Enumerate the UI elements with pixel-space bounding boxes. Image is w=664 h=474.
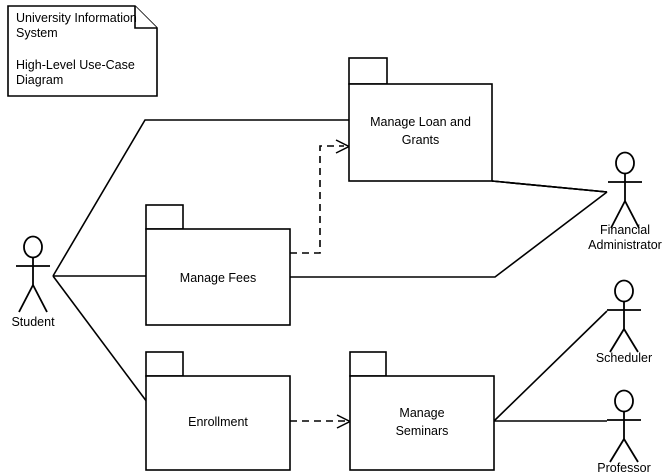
stick-figure-icon bbox=[607, 389, 641, 463]
note-title-line-2: System bbox=[16, 26, 58, 40]
relationship-manage-fees-to-manage-loan-and-grants[interactable] bbox=[290, 139, 351, 254]
package-label-line-1: Enrollment bbox=[188, 415, 248, 429]
relationship-manage-loan-grants-upper-leg bbox=[491, 180, 608, 193]
stick-figure-icon bbox=[607, 279, 641, 353]
actor-label-line-1: Professor bbox=[597, 461, 651, 474]
actor-student[interactable]: Student bbox=[11, 235, 55, 330]
package-tab bbox=[145, 351, 184, 377]
note-subtitle-line-2: Diagram bbox=[16, 73, 63, 87]
package-label-line-2: Seminars bbox=[396, 424, 449, 438]
relationship-enrollment-to-manage-seminars[interactable] bbox=[290, 414, 352, 429]
package-enrollment[interactable]: Enrollment bbox=[145, 351, 291, 471]
note-title-line-1: University Information bbox=[16, 11, 137, 25]
actor-professor[interactable]: Professor bbox=[597, 389, 651, 474]
relationship-student-to-manage-loan-and-grants[interactable] bbox=[52, 119, 349, 277]
note-fold-icon bbox=[134, 6, 157, 29]
actor-label-line-1: Financial bbox=[600, 223, 650, 237]
stick-figure-icon bbox=[16, 235, 50, 313]
package-label-line-1: Manage bbox=[399, 406, 444, 420]
package-tab bbox=[145, 204, 184, 230]
relationship-student-to-enrollment[interactable] bbox=[52, 275, 148, 403]
package-manage-seminars[interactable]: Manage Seminars bbox=[349, 351, 495, 471]
package-body bbox=[145, 228, 291, 326]
package-body bbox=[349, 375, 495, 471]
package-tab bbox=[349, 351, 387, 377]
package-manage-fees[interactable]: Manage Fees bbox=[145, 204, 291, 326]
relationship-manage-seminars-to-scheduler[interactable] bbox=[493, 310, 608, 422]
actor-label-line-2: Administrator bbox=[588, 238, 662, 252]
package-tab bbox=[348, 57, 388, 85]
actor-label-line-1: Scheduler bbox=[596, 351, 652, 365]
package-label-line-1: Manage Loan and bbox=[370, 115, 471, 129]
package-manage-loan-and-grants[interactable]: Manage Loan and Grants bbox=[348, 57, 493, 182]
stick-figure-icon bbox=[608, 151, 642, 229]
note-body bbox=[7, 5, 158, 97]
actor-scheduler[interactable]: Scheduler bbox=[596, 279, 652, 366]
actor-financial-administrator[interactable]: Financial Administrator bbox=[588, 151, 662, 253]
actor-label-line-1: Student bbox=[11, 315, 55, 329]
relationship-manage-fees-to-financial-administrator[interactable] bbox=[290, 191, 608, 278]
note-subtitle-line-1: High-Level Use-Case bbox=[16, 58, 135, 72]
package-body bbox=[145, 375, 291, 471]
note-university-information-system: University Information System High-Level… bbox=[7, 5, 158, 97]
package-label-line-2: Grants bbox=[402, 133, 440, 147]
package-body bbox=[348, 83, 493, 182]
package-label-line-1: Manage Fees bbox=[180, 271, 256, 285]
